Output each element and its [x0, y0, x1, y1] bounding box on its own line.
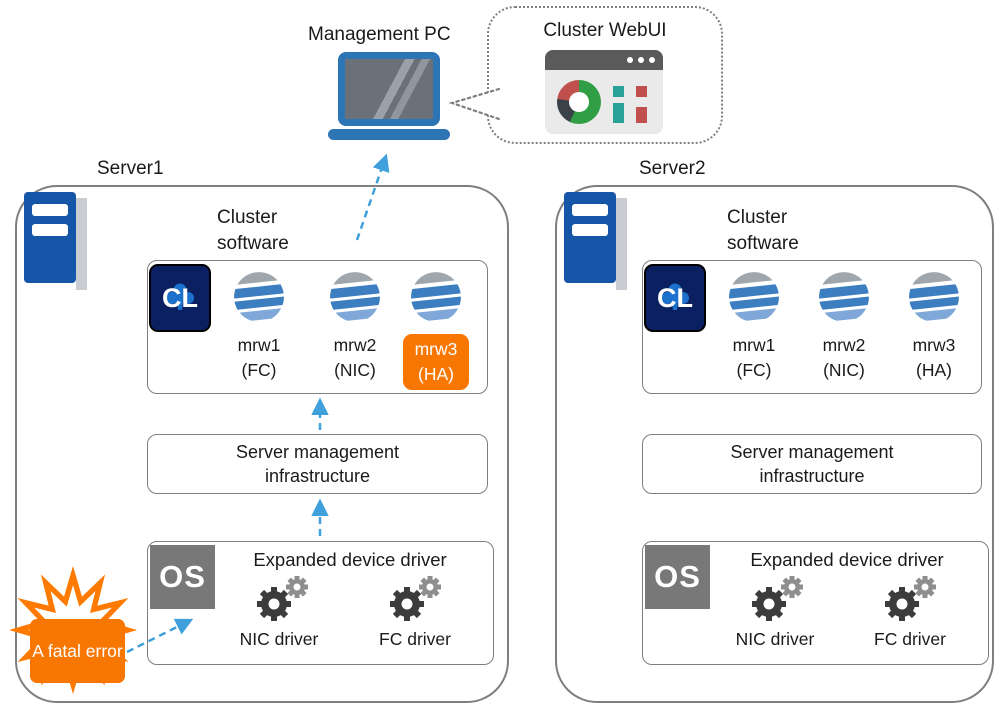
fc-driver-gears-icon [880, 574, 940, 626]
titlebar-dot [627, 57, 633, 63]
device-driver-title: Expanded device driver [253, 549, 447, 570]
nic-driver-label: NIC driver [239, 629, 319, 649]
mrw3-label-highlighted: mrw3 (HA) [403, 334, 469, 390]
webui-label: Cluster WebUI [543, 20, 667, 41]
webui-callout-bubble: Cluster WebUI [487, 6, 723, 144]
module-type: (HA) [418, 364, 454, 384]
nic-driver-gears-icon [252, 574, 312, 626]
mrw3-label: mrw3 (HA) [889, 333, 979, 383]
cluster-software-label: Cluster software [727, 207, 799, 254]
nic-driver-gears-icon [747, 574, 807, 626]
laptop-screen [338, 52, 440, 126]
module-name: mrw2 [822, 335, 866, 355]
fc-driver-gears-icon [385, 574, 445, 626]
fc-driver-label: FC driver [874, 629, 946, 649]
cl-logo-shape [166, 283, 194, 310]
server1-title: Server1 [97, 158, 164, 179]
server-icon-side [616, 198, 627, 290]
mrw3-wave-icon [907, 270, 961, 324]
os-badge: OS [645, 545, 710, 609]
titlebar-dot [649, 57, 655, 63]
browser-window-icon [545, 50, 663, 134]
server-icon-front [564, 192, 616, 283]
server-icon-slot [572, 224, 608, 236]
cluster-software-label: Cluster software [217, 207, 289, 254]
module-name: mrw2 [333, 335, 377, 355]
nic-driver-label: NIC driver [735, 629, 815, 649]
mrw1-wave-icon [727, 270, 781, 324]
mrw1-label: mrw1 (FC) [709, 333, 799, 383]
server2-title: Server2 [639, 158, 706, 179]
module-name: mrw1 [732, 335, 776, 355]
server-icon-slot [572, 204, 608, 216]
laptop-icon [328, 52, 452, 144]
browser-titlebar [545, 50, 663, 70]
module-type: (NIC) [823, 360, 865, 380]
titlebar-dot [638, 57, 644, 63]
mrw2-wave-icon [817, 270, 871, 324]
cl-badge: CL [149, 264, 211, 332]
cl-badge: CL [644, 264, 706, 332]
server-icon-slot [32, 204, 68, 216]
server-icon [564, 192, 630, 290]
infrastructure-label: Server management infrastructure [730, 442, 894, 486]
module-name: mrw3 [912, 335, 956, 355]
server-icon-side [76, 198, 87, 290]
cl-badge-text: CL [162, 282, 198, 313]
server-icon [24, 192, 90, 290]
mrw2-wave-icon [328, 270, 382, 324]
mrw3-wave-icon [409, 270, 463, 324]
server2-panel: Server2 Cluster software CL mrw1 (FC) mr… [555, 158, 994, 703]
mrw2-label: mrw2 (NIC) [310, 333, 400, 383]
mrw1-label: mrw1 (FC) [214, 333, 304, 383]
server-icon-front [24, 192, 76, 283]
mrw1-wave-icon [232, 270, 286, 324]
server-management-infrastructure-box: Server management infrastructure [147, 434, 488, 494]
fc-driver-label: FC driver [379, 629, 451, 649]
legend-teal-square [613, 86, 624, 97]
module-type: (HA) [916, 360, 952, 380]
module-type: (FC) [241, 360, 277, 380]
module-type: (FC) [736, 360, 772, 380]
fatal-error-label: A fatal error [30, 619, 125, 683]
module-type: (NIC) [334, 360, 376, 380]
legend-red-square [636, 86, 647, 97]
mrw2-label: mrw2 (NIC) [799, 333, 889, 383]
management-pc-label: Management PC [308, 24, 451, 45]
infrastructure-label: Server management infrastructure [235, 442, 400, 486]
module-name: mrw3 [414, 339, 458, 359]
device-driver-title: Expanded device driver [750, 549, 944, 570]
server1-panel: Server1 Cluster software CL mrw1 (FC) mr… [15, 158, 509, 703]
cl-logo-shape [661, 283, 689, 310]
legend-red-bar [636, 107, 647, 123]
donut-chart-hole [569, 92, 589, 112]
server-icon-slot [32, 224, 68, 236]
server-management-infrastructure-box: Server management infrastructure [642, 434, 982, 494]
laptop-base [328, 129, 450, 140]
os-badge: OS [150, 545, 215, 609]
legend-teal-bar [613, 103, 624, 123]
module-name: mrw1 [237, 335, 281, 355]
cl-badge-text: CL [657, 282, 693, 313]
